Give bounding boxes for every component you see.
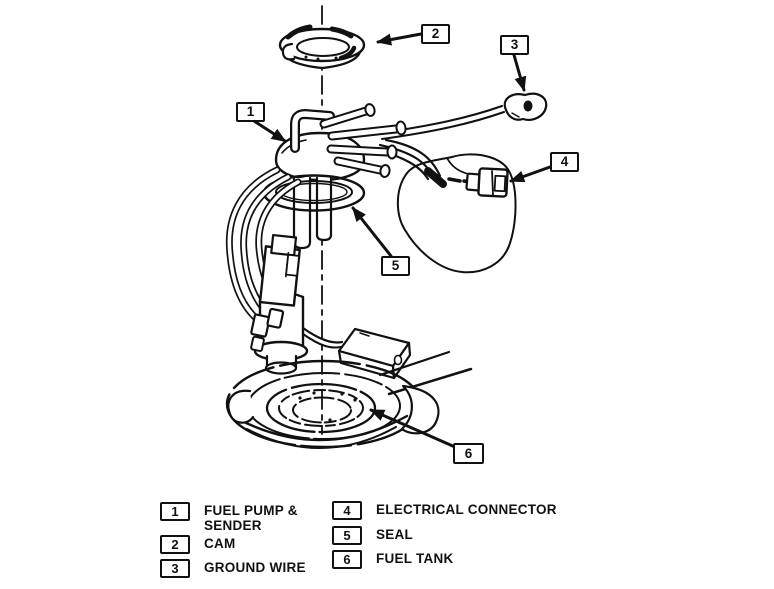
callout-3: 3 [500, 35, 529, 55]
callout-1: 1 [236, 102, 265, 122]
hose-fittings [250, 307, 285, 353]
legend-label-cam: CAM [204, 536, 236, 551]
legend-label-fuel-tank: FUEL TANK [376, 551, 454, 566]
hanger-hoses [225, 166, 302, 324]
cam-ring [278, 24, 366, 70]
arrow-6 [369, 408, 457, 449]
callout-5: 5 [381, 256, 410, 276]
legend-item-electrical-connector: 4 ELECTRICAL CONNECTOR [332, 501, 557, 520]
arrow-1 [252, 119, 287, 143]
callout-arrows [252, 32, 552, 449]
float [337, 327, 412, 380]
arrow-4 [509, 165, 552, 183]
legend-item-seal: 5 SEAL [332, 526, 413, 545]
legend-label-seal: SEAL [376, 527, 414, 542]
legend-item-fuel-pump-sender: 1 FUEL PUMP & SENDER [160, 502, 298, 533]
legend-label-electrical-connector: ELECTRICAL CONNECTOR [376, 502, 557, 517]
callout-2: 2 [421, 24, 450, 44]
legend-item-ground-wire: 3 GROUND WIRE [160, 559, 306, 578]
fuel-tank-opening [225, 359, 440, 449]
legend-item-cam: 2 CAM [160, 535, 236, 554]
legend-label-line1: FUEL PUMP & [204, 503, 298, 518]
legend-label-line2: SENDER [204, 517, 262, 533]
feed-tubes [292, 176, 333, 250]
legend-key-6: 6 [332, 550, 362, 569]
tank-surface-lines [378, 350, 473, 396]
electrical-connector [465, 167, 509, 198]
legend-item-fuel-tank: 6 FUEL TANK [332, 550, 454, 569]
legend-key-4: 4 [332, 501, 362, 520]
callout-6: 6 [453, 443, 484, 464]
float-arm [301, 326, 344, 349]
arrow-5 [351, 206, 393, 258]
motor-block [258, 233, 301, 307]
legend-key-1: 1 [160, 502, 190, 521]
legend-label-fuel-pump-sender: FUEL PUMP & SENDER [204, 502, 298, 533]
arrow-3 [512, 53, 527, 92]
pump-head [274, 103, 407, 182]
legend-key-5: 5 [332, 526, 362, 545]
legend-label-ground-wire: GROUND WIRE [204, 560, 306, 575]
legend-key-2: 2 [160, 535, 190, 554]
arrow-2 [376, 32, 423, 46]
callout-4: 4 [550, 152, 579, 172]
legend-key-3: 3 [160, 559, 190, 578]
